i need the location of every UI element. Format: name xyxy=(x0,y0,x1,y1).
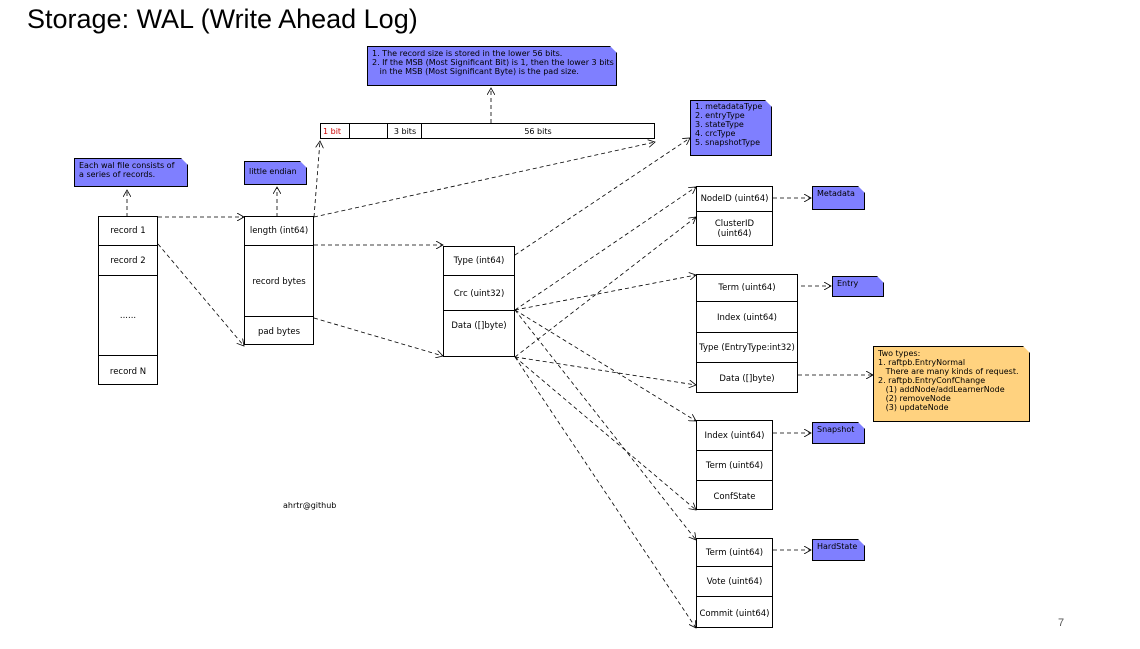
note-line: (3) updateNode xyxy=(878,403,949,412)
note-little-endian: little endian xyxy=(244,161,307,185)
snapshot-struct: Index (uint64) Term (uint64) ConfState xyxy=(696,420,773,510)
note-line: 4. crcType xyxy=(695,129,736,138)
note-entry-types: Two types: 1. raftpb.EntryNormal There a… xyxy=(873,346,1030,422)
note-line: Snapshot xyxy=(817,425,855,434)
record-item: record 1 xyxy=(110,226,146,236)
note-line: Each wal file consists of xyxy=(79,161,175,170)
field-pad-bytes: pad bytes xyxy=(245,316,313,347)
field-crc: Crc (uint32) xyxy=(444,275,514,311)
field-type: Type (int64) xyxy=(453,256,505,266)
note-line: 5. snapshotType xyxy=(695,138,761,147)
metadata-struct: NodeID (uint64) ClusterID (uint64) xyxy=(696,186,773,246)
note-line: Entry xyxy=(837,279,859,288)
note-line: 3. stateType xyxy=(695,120,744,129)
field-term: Term (uint64) xyxy=(718,283,776,293)
record-item: ...... xyxy=(99,275,157,356)
field-term: Term (uint64) xyxy=(705,547,764,558)
wal-record-struct: Type (int64) Crc (uint32) Data ([]byte) xyxy=(443,246,515,357)
record-item: record 2 xyxy=(99,245,157,276)
hardstate-struct: Term (uint64) Vote (uint64) Commit (uint… xyxy=(696,538,773,628)
wal-file-records: record 1 record 2 ...... record N xyxy=(98,216,158,385)
entry-struct: Term (uint64) Index (uint64) Type (Entry… xyxy=(696,274,798,393)
field-record-bytes: record bytes xyxy=(245,245,313,317)
note-line: Metadata xyxy=(817,189,855,198)
note-line: 1. raftpb.EntryNormal xyxy=(878,358,966,367)
note-hardstate: HardState xyxy=(812,539,865,561)
record-fields: length (int64) record bytes pad bytes xyxy=(244,216,314,345)
field-index: Index (uint64) xyxy=(704,430,765,441)
field-entry-data: Data ([]byte) xyxy=(697,362,797,395)
page-number: 7 xyxy=(1058,617,1065,629)
note-line: Two types: xyxy=(878,349,921,358)
bit-record-size: 56 bits xyxy=(421,124,654,138)
field-length: length (int64) xyxy=(249,226,309,236)
note-metadata: Metadata xyxy=(812,186,865,210)
field-commit: Commit (uint64) xyxy=(697,596,772,630)
note-snapshot: Snapshot xyxy=(812,422,865,444)
note-line: 2. entryType xyxy=(695,111,745,120)
note-line: a series of records. xyxy=(79,170,156,179)
field-vote: Vote (uint64) xyxy=(697,566,772,597)
author-credit: ahrtr@github xyxy=(283,501,337,510)
field-data: Data ([]byte) xyxy=(444,310,514,369)
field-index: Index (uint64) xyxy=(697,301,797,333)
record-item: record N xyxy=(99,355,157,387)
note-wal-file: Each wal file consists of a series of re… xyxy=(74,158,188,187)
bit-layout: 1 bit 3 bits 56 bits xyxy=(320,123,655,139)
note-line: in the MSB (Most Significant Byte) is th… xyxy=(372,67,579,76)
field-term: Term (uint64) xyxy=(697,450,772,481)
note-line: 1. metadataType xyxy=(695,102,763,111)
note-line: 2. If the MSB (Most Significant Bit) is … xyxy=(372,58,614,67)
note-line: 1. The record size is stored in the lowe… xyxy=(372,49,563,58)
note-entry: Entry xyxy=(832,276,884,297)
field-entry-type: Type (EntryType:int32) xyxy=(697,332,797,363)
note-line: 2. raftpb.EntryConfChange xyxy=(878,376,986,385)
field-nodeid: NodeID (uint64) xyxy=(700,194,769,204)
note-line: HardState xyxy=(817,542,858,551)
note-record-size: 1. The record size is stored in the lowe… xyxy=(367,46,617,86)
bit-msb: 1 bit xyxy=(323,126,342,136)
note-line: (1) addNode/addLearnerNode xyxy=(878,385,1005,394)
note-record-types: 1. metadataType 2. entryType 3. stateTyp… xyxy=(690,100,772,156)
note-line: There are many kinds of request. xyxy=(878,367,1019,376)
note-line: little endian xyxy=(249,167,297,176)
bit-pad-size: 3 bits xyxy=(387,124,422,138)
note-line: (2) removeNode xyxy=(878,394,951,403)
page-title: Storage: WAL (Write Ahead Log) xyxy=(27,4,418,34)
field-confstate: ConfState xyxy=(697,480,772,512)
bit-reserved xyxy=(349,124,388,138)
field-clusterid: ClusterID (uint64) xyxy=(697,211,772,255)
